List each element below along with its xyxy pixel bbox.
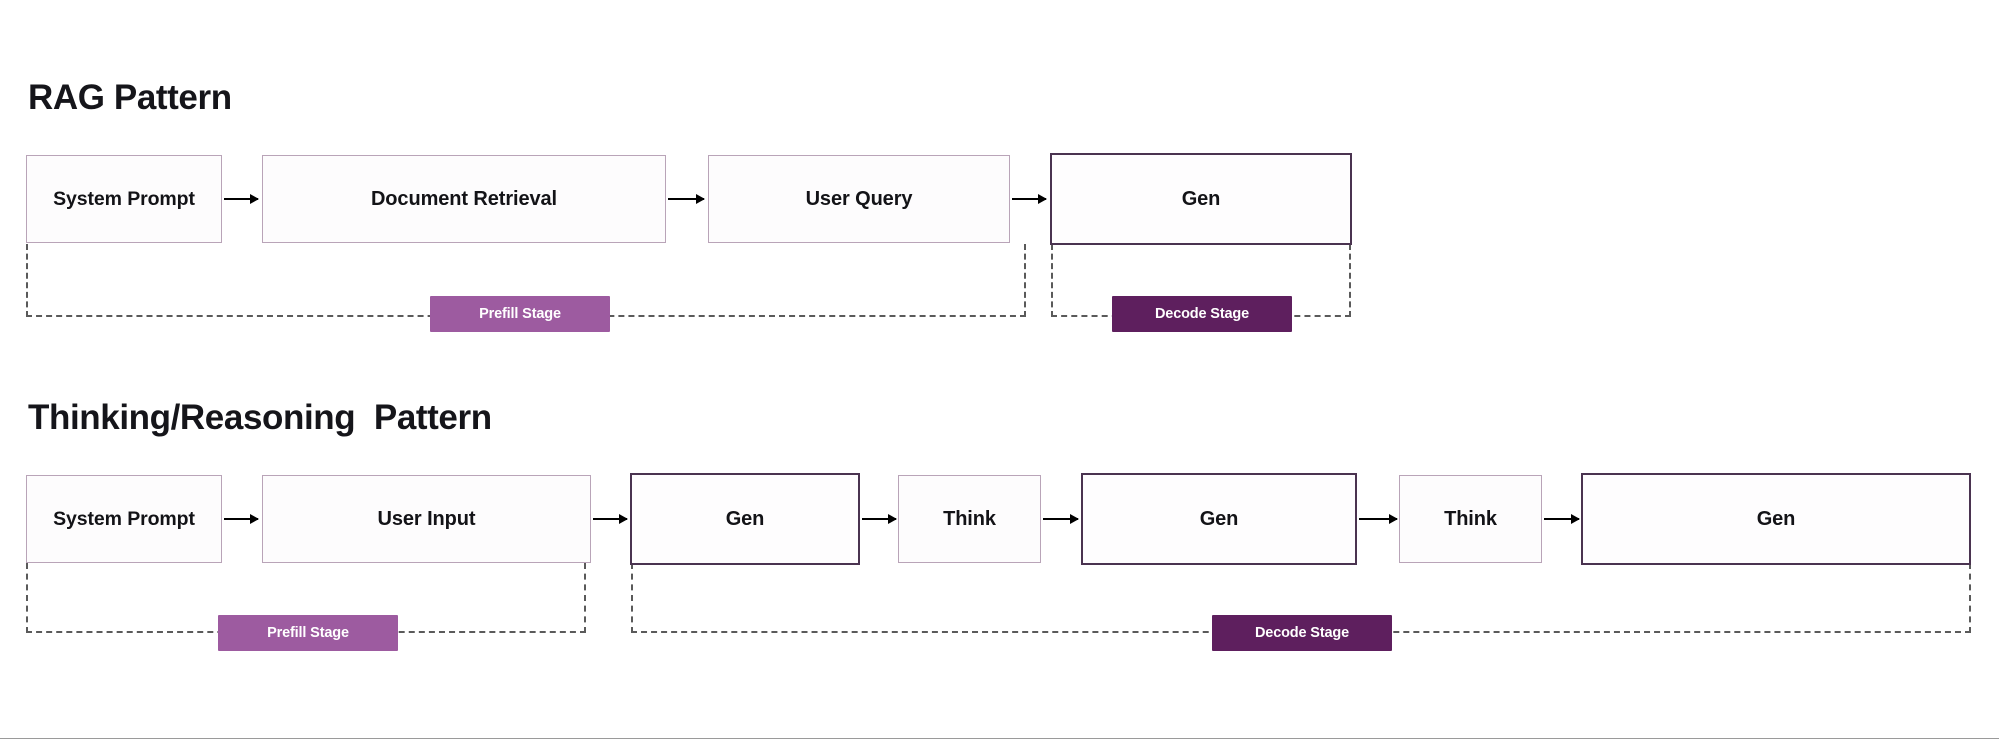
flow-box-label: Think [1444, 507, 1497, 530]
flow-box-label: Gen [725, 507, 765, 530]
flow-box-rag-user-query[interactable]: User Query [708, 155, 1010, 243]
arrow-thinking-6 [1544, 518, 1579, 520]
flow-box-thinking-gen-1[interactable]: Gen [630, 473, 860, 565]
flow-box-label: System Prompt [53, 187, 195, 210]
flow-box-rag-system-prompt[interactable]: System Prompt [26, 155, 222, 243]
flow-box-label: Gen [1199, 507, 1239, 530]
flow-box-label: System Prompt [53, 507, 195, 530]
arrow-rag-2 [668, 198, 704, 200]
flow-box-thinking-think-2[interactable]: Think [1399, 475, 1542, 563]
arrow-thinking-3 [862, 518, 896, 520]
flow-box-thinking-think-1[interactable]: Think [898, 475, 1041, 563]
stage-badge-label: Decode Stage [1154, 306, 1250, 322]
stage-badge-label: Prefill Stage [479, 306, 561, 322]
bottom-divider [0, 738, 1999, 739]
flow-box-label: User Query [805, 187, 913, 210]
stage-badge-label: Prefill Stage [267, 625, 349, 641]
stage-badge-thinking-prefill[interactable]: Prefill Stage [218, 615, 398, 651]
flow-box-thinking-gen-3[interactable]: Gen [1581, 473, 1971, 565]
flow-box-label: Document Retrieval [370, 187, 558, 210]
stage-badge-label: Decode Stage [1254, 625, 1350, 641]
flow-box-label: User Input [377, 507, 476, 530]
arrow-thinking-2 [593, 518, 627, 520]
page-title-thinking: Thinking/Reasoning Pattern [28, 398, 492, 437]
arrow-thinking-1 [224, 518, 258, 520]
flow-box-rag-document-retrieval[interactable]: Document Retrieval [262, 155, 666, 243]
flow-box-thinking-gen-2[interactable]: Gen [1081, 473, 1357, 565]
arrow-rag-1 [224, 198, 258, 200]
stage-badge-thinking-decode[interactable]: Decode Stage [1212, 615, 1392, 651]
page-title-rag: RAG Pattern [28, 78, 232, 117]
flow-box-rag-gen[interactable]: Gen [1050, 153, 1352, 245]
flow-box-label: Gen [1181, 187, 1221, 210]
arrow-thinking-4 [1043, 518, 1078, 520]
stage-badge-rag-prefill[interactable]: Prefill Stage [430, 296, 610, 332]
flow-box-thinking-system-prompt[interactable]: System Prompt [26, 475, 222, 563]
arrow-rag-3 [1012, 198, 1046, 200]
stage-badge-rag-decode[interactable]: Decode Stage [1112, 296, 1292, 332]
flow-box-label: Gen [1756, 507, 1796, 530]
flow-box-thinking-user-input[interactable]: User Input [262, 475, 591, 563]
flow-box-label: Think [943, 507, 996, 530]
arrow-thinking-5 [1359, 518, 1397, 520]
